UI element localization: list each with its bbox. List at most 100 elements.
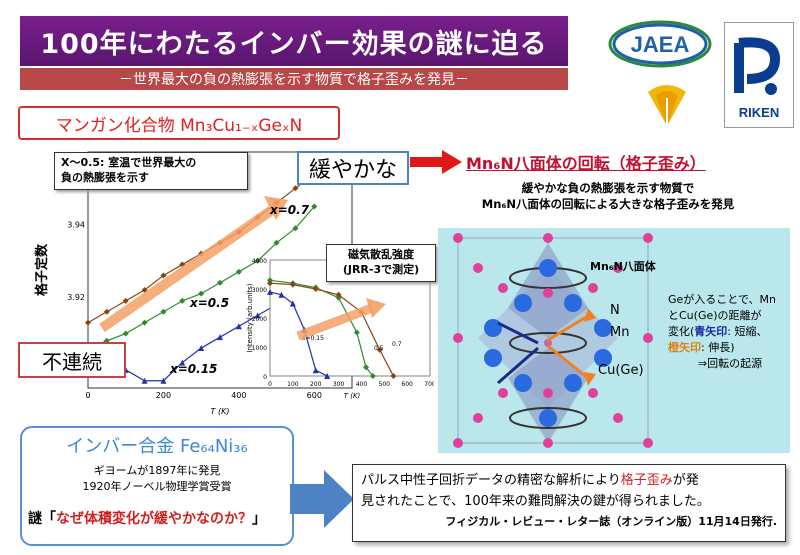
c0-xtick: 0 xyxy=(85,391,90,400)
n-atom-label: N xyxy=(610,303,620,318)
series-label-x07: x=0.7 xyxy=(270,203,310,217)
inset-annotation-0: x=0.15 xyxy=(302,335,324,342)
main-x-label: T (K) xyxy=(211,407,230,416)
c0-series0-point xyxy=(292,185,299,192)
atom-n xyxy=(544,339,552,347)
c1-xtick: 200 xyxy=(310,381,322,388)
atom-mn-9 xyxy=(539,409,557,427)
c1-xtick: 100 xyxy=(287,381,299,388)
callout-max-line2: 負の熱膨張を示す xyxy=(61,170,149,184)
series-label-x05: x=0.5 xyxy=(190,296,230,310)
atom-cuge-11 xyxy=(588,388,598,398)
c1-series1-point xyxy=(353,329,360,336)
c0-series2-point xyxy=(198,345,205,352)
c1-xtick: 600 xyxy=(401,381,413,388)
red-arrow-icon xyxy=(410,150,462,174)
c1-series1-point xyxy=(369,373,376,379)
invar-panel: インバー合金 Fe₆₄Ni₃₆ ギヨームが1897年に発見 1920年ノーベル物… xyxy=(20,426,294,546)
main-y-label: 格子定数 xyxy=(34,243,50,296)
c0-series0-point xyxy=(122,297,129,304)
side-line1: Geが入ることで、Mn xyxy=(668,293,776,306)
atom-mn-4 xyxy=(484,319,502,337)
c1-series2-point xyxy=(335,291,342,298)
c0-series0-point xyxy=(103,308,110,315)
atom-cuge-2 xyxy=(643,233,653,243)
pulse-line1: パルス中性子回折データの精密な解析により格子歪みが発 xyxy=(361,473,699,488)
c0-series1-point xyxy=(198,290,205,297)
atom-cuge-15 xyxy=(613,413,623,423)
inset-annotation-1: 0.5 xyxy=(374,345,384,352)
c0-series1-point xyxy=(141,319,148,326)
c0-series1-point xyxy=(235,268,242,275)
compound-label: マンガン化合物 Mn₃Cu₁₋ₓGeₓN xyxy=(18,106,340,140)
label-discontinuous: 不連続 xyxy=(18,342,126,378)
c0-series2-point xyxy=(141,377,148,384)
atom-cuge-10 xyxy=(498,388,508,398)
mn6n-description: 緩やかな負の熱膨張を示す物質で Mn₆N八面体の回転による大きな格子歪みを発見 xyxy=(458,180,758,212)
octahedron-label: Mn₆N八面体 xyxy=(590,259,657,273)
ginkgo-logo xyxy=(638,78,696,130)
atom-mn-8 xyxy=(539,259,557,277)
blue-arrow-icon xyxy=(290,470,354,528)
c0-series1-point xyxy=(254,257,261,264)
series-label-x015: x=0.15 xyxy=(170,362,218,376)
atom-mn-5 xyxy=(594,319,612,337)
pulse-line2: 見されたことで、100年来の難問解決の鍵が得られました。 xyxy=(361,494,710,509)
atom-cuge-13 xyxy=(613,263,623,273)
c1-ytick: 0 xyxy=(263,374,267,381)
c0-series0-point xyxy=(160,272,167,279)
atom-cuge-0 xyxy=(453,233,463,243)
jaea-logo-text: JAEA xyxy=(631,32,690,57)
c0-series1-point xyxy=(273,239,280,246)
c1-xtick: 400 xyxy=(356,381,368,388)
c0-ytick: 3.92 xyxy=(67,293,85,302)
c1-ytick: 2000 xyxy=(252,316,267,323)
c0-xtick: 600 xyxy=(307,391,322,400)
c0-ytick: 3.94 xyxy=(67,221,85,230)
atom-cuge-1 xyxy=(543,233,553,243)
invar-question: 謎「なぜ体積変化が緩やかなのか？」 xyxy=(28,511,266,527)
c1-ytick: 3000 xyxy=(252,287,267,294)
callout-max-expansion: X～0.5: 室温で世界最大の 負の熱膨張を示す xyxy=(54,152,248,190)
c0-series0-point xyxy=(85,319,91,326)
c0-xtick: 200 xyxy=(156,391,171,400)
c1-series2-point xyxy=(267,280,273,287)
c1-xtick: 0 xyxy=(268,381,272,388)
c1-ytick: 1000 xyxy=(252,345,267,352)
jaea-logo: JAEA xyxy=(606,18,714,70)
c1-series2-point xyxy=(289,281,296,288)
label-slow: 緩やかな xyxy=(297,151,409,185)
cuge-atom-label: Cu(Ge) xyxy=(598,363,644,378)
c1-series0-point xyxy=(267,288,273,295)
c0-series1-point xyxy=(217,279,223,286)
atom-cuge-6 xyxy=(543,438,553,448)
invar-line2: 1920年ノーベル物理学賞受賞 xyxy=(82,480,232,493)
atom-mn-0 xyxy=(514,294,532,312)
pulse-citation: フィジカル・レビュー・レター誌（オンライン版）11月14日発行. xyxy=(445,515,777,528)
pulse-neutron-panel: パルス中性子回折データの精密な解析により格子歪みが発 見されたことで、100年来… xyxy=(352,464,786,542)
c0-series2-point xyxy=(235,323,242,330)
atom-cuge-3 xyxy=(453,333,463,343)
c0-series2-point xyxy=(179,359,186,366)
c1-series2-point xyxy=(376,346,383,353)
c1-series1-point xyxy=(363,364,369,371)
atom-cuge-9 xyxy=(588,283,598,293)
riken-logo-text: RIKEN xyxy=(739,105,779,120)
mn-atom-label: Mn xyxy=(610,325,629,340)
c0-xtick: 400 xyxy=(231,391,246,400)
mn6n-title: Mn₆N八面体の回転（格子歪み） xyxy=(466,154,706,173)
side-explanation: Geが入ることで、Mn とCu(Ge)の距離が 変化(青矢印: 短縮、 橙矢印:… xyxy=(668,292,792,372)
side-line3: 変化(青矢印: 短縮、 xyxy=(668,324,768,338)
c1-series2-point xyxy=(390,373,397,379)
atom-cuge-17 xyxy=(543,388,553,398)
side-line2: とCu(Ge)の距離が xyxy=(668,308,762,322)
callout-max-line1: X～0.5: 室温で世界最大の xyxy=(61,156,197,169)
c0-series1-point xyxy=(179,297,186,304)
side-line4: 橙矢印: 伸長) xyxy=(668,340,735,354)
c1-series2-point xyxy=(312,286,319,292)
callout-magnetic-line1: 磁気散乱強度 xyxy=(348,248,414,261)
atom-mn-7 xyxy=(594,349,612,367)
c1-xtick: 300 xyxy=(333,381,345,388)
atom-mn-1 xyxy=(564,294,582,312)
c1-xtick: 700 xyxy=(424,381,434,388)
